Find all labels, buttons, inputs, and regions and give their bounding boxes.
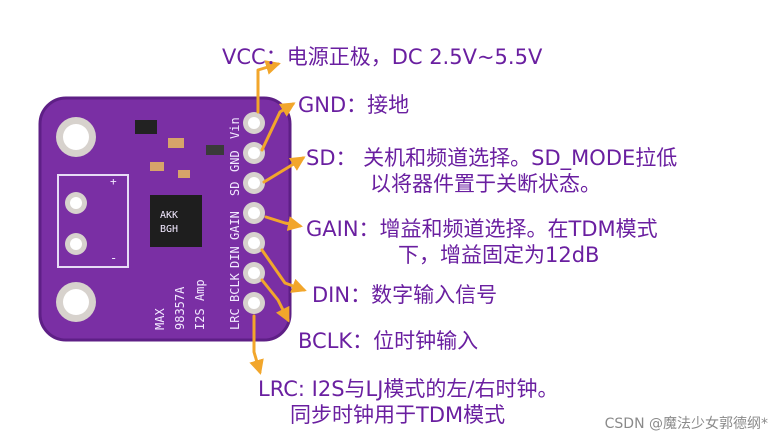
arrow-sd <box>262 156 306 184</box>
watermark: CSDN @魔法少女郭德纲* <box>604 416 768 432</box>
sd-text-line1: SD： 关机和频道选择。SD_MODE拉低 <box>306 146 678 170</box>
sd-text-line2: 以将器件置于关断状态。 <box>370 172 601 196</box>
pin-label-gain: GAIN <box>228 211 242 240</box>
gain-text-line1: GAIN：增益和频道选择。在TDM模式 <box>306 217 658 241</box>
chip-marking-line1: AKK <box>160 210 178 221</box>
vcc-text: VCC：电源正极，DC 2.5V~5.5V <box>222 45 543 69</box>
amplifier-chip <box>150 195 202 247</box>
bclk-description: BCLK：位时钟输入 <box>298 328 478 354</box>
sd-description: SD： 关机和频道选择。SD_MODE拉低 以将器件置于关断状态。 <box>306 145 677 197</box>
pin-label-sd: SD <box>228 182 242 196</box>
pin-label-gnd: GND <box>228 150 242 172</box>
silkscreen-i2s-amp: I2S Amp <box>193 279 207 330</box>
lrc-text-line1: LRC: I2S与LJ模式的左/右时钟。 <box>258 377 559 401</box>
arrow-bclk <box>260 278 290 323</box>
lrc-text-line2: 同步时钟用于TDM模式 <box>290 403 506 427</box>
arrow-gain <box>264 215 303 232</box>
pin-label-vin: Vin <box>228 117 242 139</box>
header-pads <box>243 112 265 314</box>
silkscreen-part: 98357A <box>173 286 187 330</box>
gnd-text: GND：接地 <box>298 93 410 117</box>
arrow-din <box>260 248 307 293</box>
bclk-text: BCLK：位时钟输入 <box>298 329 479 353</box>
arrow-lrc <box>249 314 264 375</box>
speaker-terminal-outline <box>57 174 129 268</box>
vcc-description: VCC：电源正极，DC 2.5V~5.5V <box>222 44 542 70</box>
din-text: DIN：数字输入信号 <box>312 283 498 307</box>
arrow-vcc <box>256 60 281 114</box>
silkscreen-max: MAX <box>153 308 167 330</box>
gnd-description: GND：接地 <box>298 92 409 118</box>
chip-marking-line2: BGH <box>160 224 178 235</box>
pin-label-din: DIN <box>228 246 242 268</box>
gain-description: GAIN：增益和频道选择。在TDM模式 下，增益固定为12dB <box>306 216 658 268</box>
pcb-board: + - AKK BGH MAX 98357A I2S Amp Vin GND S… <box>38 96 292 342</box>
pin-label-bclk: BCLK <box>228 272 242 302</box>
gain-text-line2: 下，增益固定为12dB <box>398 243 600 267</box>
pin-label-lrc: LRC <box>228 308 242 330</box>
terminal-minus-marking: - <box>110 251 117 265</box>
arrow-gnd <box>260 102 296 152</box>
lrc-description: LRC: I2S与LJ模式的左/右时钟。 同步时钟用于TDM模式 <box>258 376 559 428</box>
din-description: DIN：数字输入信号 <box>312 282 497 308</box>
terminal-plus-marking: + <box>110 175 117 188</box>
